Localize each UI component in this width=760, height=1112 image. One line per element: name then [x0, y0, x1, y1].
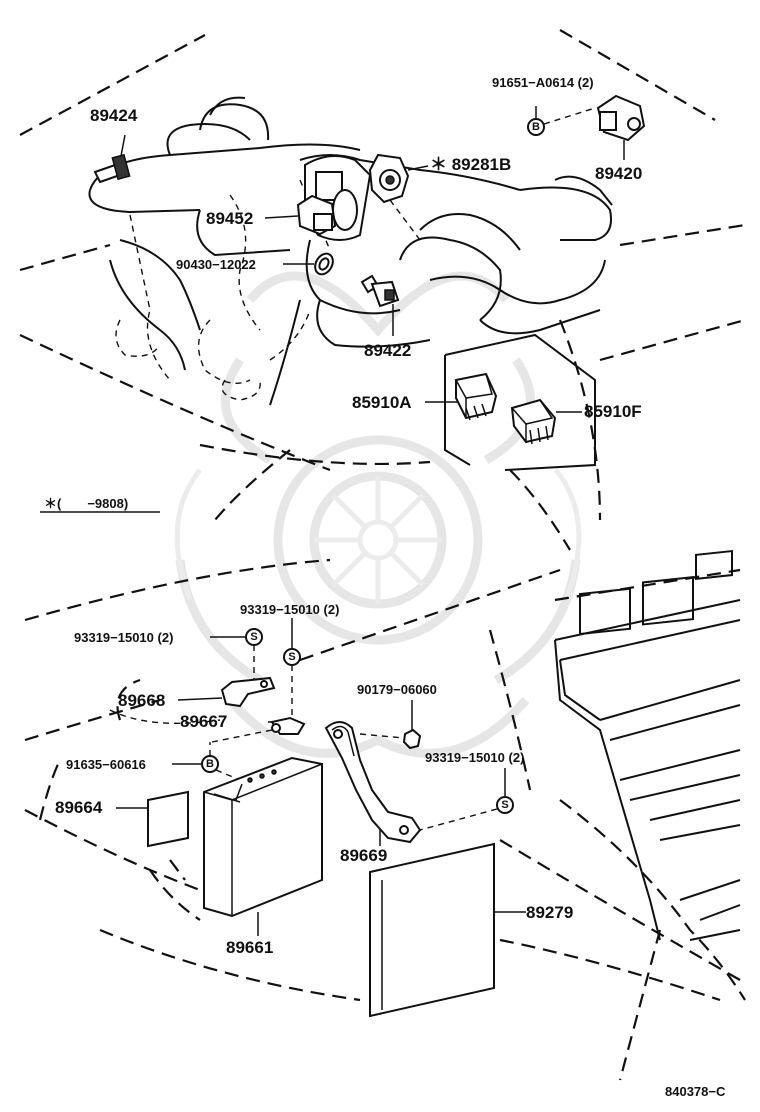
label-89424: 89424 — [90, 106, 138, 125]
label-91651-a0614: 91651−A0614 (2) — [492, 75, 594, 90]
label-89281b: ＊ 89281B — [430, 155, 511, 174]
label-89452: 89452 — [206, 209, 253, 228]
bolt-s-marker: S — [250, 631, 257, 643]
label-89661: 89661 — [226, 938, 273, 957]
part-89420-sensor — [596, 94, 646, 160]
label-89420: 89420 — [595, 164, 642, 183]
dashboard-outline — [24, 549, 746, 1081]
part-89667-bracket — [211, 716, 306, 743]
part-89664-label — [116, 790, 189, 848]
label-90179-06060: 90179−06060 — [357, 682, 437, 697]
label-89422: 89422 — [364, 341, 411, 360]
label-93319-15010-c: 93319−15010 (2) — [425, 750, 524, 765]
part-93319-bolt-a: S — [210, 628, 263, 686]
footnote-text: ＊( −9808) — [44, 496, 128, 511]
part-91651-bolt: B — [527, 106, 596, 136]
part-89281b-sensor — [368, 153, 429, 204]
part-85910f-relay — [510, 398, 582, 445]
label-91635-60616: 91635−60616 — [66, 757, 146, 772]
bolt-s-marker: S — [501, 799, 508, 811]
part-90179-nut — [359, 700, 422, 750]
bolt-s-marker: S — [288, 651, 295, 663]
part-89668-bracket — [177, 676, 276, 708]
label-89664: 89664 — [55, 798, 103, 817]
label-93319-15010-a: 93319−15010 (2) — [74, 630, 173, 645]
watermark-emblem — [174, 271, 582, 758]
part-85910a-relay — [425, 372, 498, 421]
part-89279-booklet — [369, 842, 526, 1018]
label-89667: 89667 — [180, 712, 227, 731]
part-89661-ecu — [203, 756, 323, 936]
part-93319-bolt-c: S — [419, 768, 514, 831]
label-93319-15010-b: 93319−15010 (2) — [240, 602, 339, 617]
label-90430-12022: 90430−12022 — [176, 257, 256, 272]
footnote: ＊( −9808) — [40, 496, 160, 513]
part-93319-bolt-b: S — [283, 618, 301, 720]
part-91635-bolt: B — [172, 742, 241, 781]
label-89669: 89669 — [340, 846, 387, 865]
part-89424-sensor — [93, 134, 131, 184]
label-85910a: 85910A — [352, 393, 412, 412]
part-89669-bracket — [324, 721, 422, 846]
label-85910f: 85910F — [584, 402, 642, 421]
part-89422-sensor — [360, 274, 400, 336]
part-89452-sensor — [264, 194, 337, 236]
diagram-code: 840378−C — [665, 1084, 726, 1099]
label-89279: 89279 — [526, 903, 573, 922]
part-90430-gasket — [283, 252, 334, 276]
label-89668: 89668 — [118, 691, 165, 710]
bolt-b-marker: B — [206, 758, 214, 770]
bolt-b-marker: B — [532, 121, 540, 133]
